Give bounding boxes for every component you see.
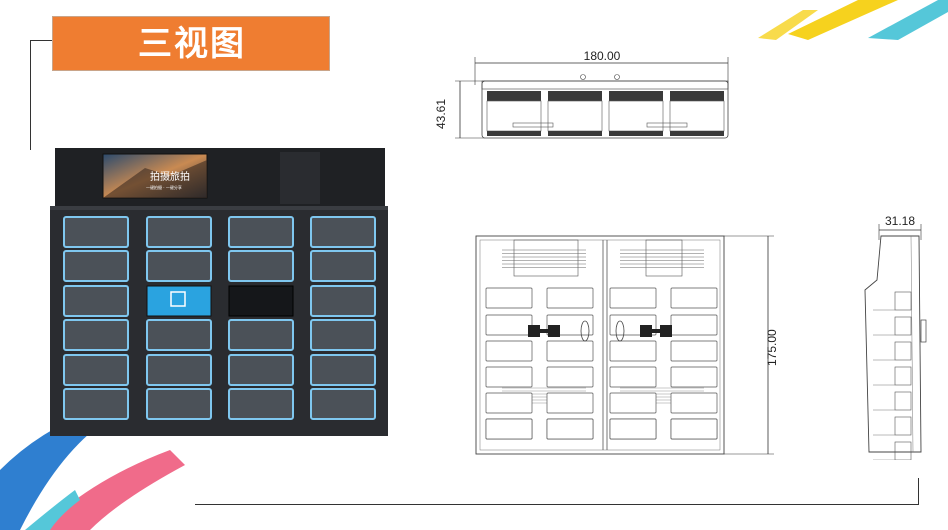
front-cell [609,418,657,440]
top-module-cap [609,91,663,101]
side-slot [894,441,912,460]
photo-door [63,354,129,386]
top-module-base [609,131,663,136]
photo-door [310,319,376,351]
front-cell [670,340,718,362]
screen-sub-text: 一键拍摄 · 一键分享 [146,184,182,190]
top-module-cap [548,91,602,101]
front-cell [546,418,594,440]
front-cell [485,340,533,362]
top-module-cap [487,91,541,101]
photo-door [310,388,376,420]
photo-door [146,388,212,420]
front-cell [670,314,718,336]
photo-door [63,319,129,351]
photo-door [146,354,212,386]
screen-main-text: 拍摄旅拍 [150,170,190,183]
side-view-drawing: 31.18 [864,214,927,460]
frame-right-line [918,478,919,504]
front-view-drawing: 175.00 [475,235,779,455]
photo-door [310,216,376,248]
top-view-drawing: 180.00 43.61 [434,49,729,139]
front-handle-left [528,325,560,337]
front-cell [485,418,533,440]
front-cell [670,366,718,388]
dim-top-height: 43.61 [434,99,448,129]
photo-door [228,216,294,248]
front-cell [670,418,718,440]
dim-front-height: 175.00 [765,329,779,366]
front-cell [609,340,657,362]
front-cell [609,287,657,309]
title-banner: 三视图 [52,16,330,71]
side-slot [894,416,912,436]
photo-door [146,250,212,282]
top-module-base [487,131,541,136]
photo-door [63,250,129,282]
front-cell [670,392,718,414]
front-cell [485,392,533,414]
front-cell [670,287,718,309]
side-slot [894,316,912,336]
front-cell [609,366,657,388]
locker-photo: 拍摄旅拍 一键拍摄 · 一键分享 [50,148,388,436]
photo-door [63,216,129,248]
frame-left-line [30,40,31,150]
top-module-base [548,131,602,136]
photo-door [310,250,376,282]
page-title: 三视图 [138,24,246,64]
photo-door [63,285,129,317]
photo-door [228,250,294,282]
side-slot [894,341,912,361]
front-handle-right [640,325,672,337]
side-slot [894,291,912,311]
dim-side-depth: 31.18 [885,214,915,228]
decor-bottom-left [0,410,185,530]
front-cell [485,314,533,336]
qr-icon [170,291,186,307]
frame-bottom-line [195,504,919,505]
side-slot [894,391,912,411]
photo-door [228,354,294,386]
photo-dark-panel [228,285,294,317]
front-cell [485,366,533,388]
top-slot-right [646,122,688,128]
photo-door [310,285,376,317]
front-cell [609,392,657,414]
front-cell [485,287,533,309]
photo-door [63,388,129,420]
front-cell [546,340,594,362]
photo-door [146,319,212,351]
front-cell [546,392,594,414]
photo-door [228,319,294,351]
side-slot [894,366,912,386]
photo-center-screen [146,285,212,317]
front-cell [546,366,594,388]
top-module-base [670,131,724,136]
dim-top-width: 180.00 [584,49,621,63]
frame-top-line [30,40,52,41]
top-module-cap [670,91,724,101]
decor-top-right [758,0,948,40]
photo-door [228,388,294,420]
photo-door [310,354,376,386]
front-cell [546,287,594,309]
photo-door [146,216,212,248]
top-slot-left [512,122,554,128]
